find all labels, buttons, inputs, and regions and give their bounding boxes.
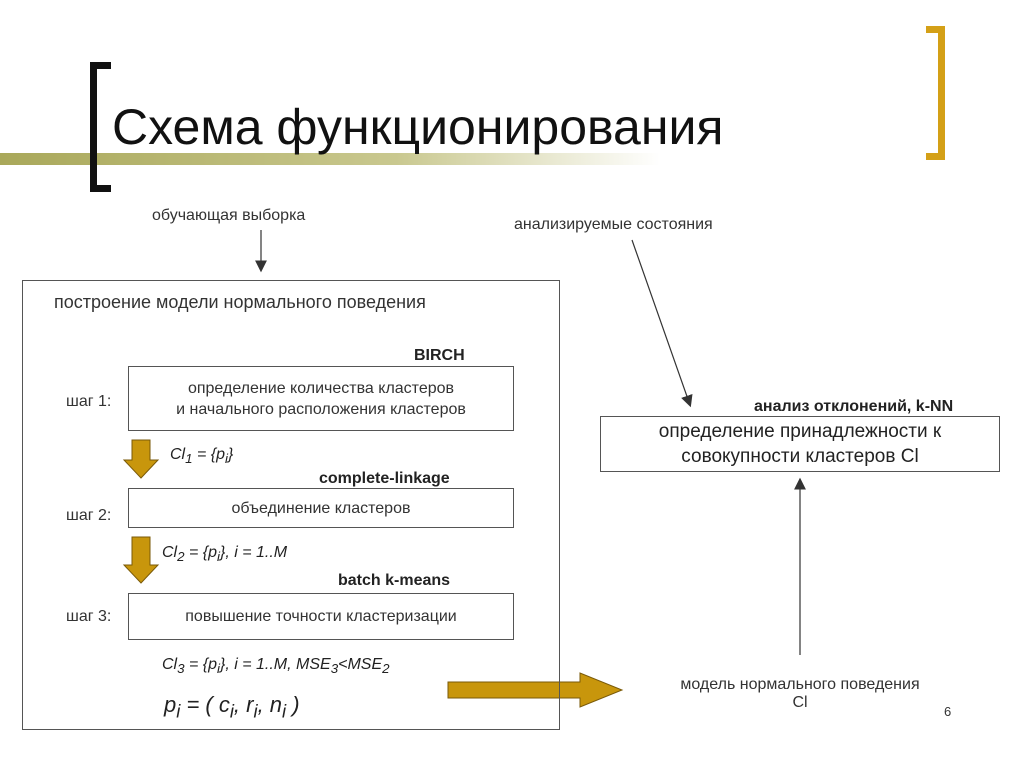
step3-box: повышение точности кластеризации — [128, 593, 514, 640]
page-number: 6 — [944, 704, 952, 719]
analyzed-states-label: анализируемые состояния — [514, 216, 713, 233]
to-model-arrow — [447, 672, 624, 708]
step2-box: объединение кластеров — [128, 488, 514, 528]
step1-algo-birch: BIRCH — [414, 347, 465, 364]
membership-text-line2: совокупности кластеров Cl — [681, 446, 919, 467]
step2-label: шаг 2: — [66, 507, 112, 524]
formula-cl1: Cl1 = {pi} — [170, 446, 234, 467]
step1-box: определение количества кластеров и начал… — [128, 366, 514, 431]
step1-text-line1: определение количества кластеров — [187, 379, 455, 397]
step3-label: шаг 3: — [66, 608, 112, 625]
formula-cl2: Cl2 = {pi}, i = 1..M — [162, 544, 288, 565]
step2-algo-complete-linkage: complete-linkage — [319, 470, 450, 487]
model-build-container — [22, 280, 560, 730]
step3-text: повышение точности кластеризации — [185, 608, 457, 625]
left-bracket-decoration — [90, 62, 111, 192]
step2-text: объединение кластеров — [231, 499, 411, 517]
membership-box: определение принадлежности к совокупност… — [600, 416, 1000, 472]
right-bracket-decoration — [926, 26, 945, 160]
model-build-title: построение модели нормального поведения — [54, 292, 426, 312]
deviation-algo-knn: анализ отклонений, k-NN — [754, 398, 954, 415]
slide-title: Схема функционирования — [112, 99, 724, 155]
step1-label: шаг 1: — [66, 393, 112, 410]
step1-down-arrow — [122, 439, 160, 479]
step3-algo-batch-kmeans: batch k-means — [338, 572, 451, 589]
title-underline-bar — [0, 153, 660, 165]
membership-text-line1: определение принадлежности к — [658, 421, 942, 442]
step2-down-arrow — [122, 536, 160, 584]
formula-pi: pi = ( ci, ri, ni ) — [164, 692, 300, 722]
training-sample-label: обучающая выборка — [152, 207, 306, 224]
states-arrow — [631, 239, 693, 408]
normal-model-label: модель нормального поведения Cl — [680, 676, 920, 711]
step1-text-line2: и начального расположения кластеров — [176, 400, 466, 418]
formula-cl3: Cl3 = {pi}, i = 1..M, MSE3<MSE2 — [162, 656, 390, 677]
